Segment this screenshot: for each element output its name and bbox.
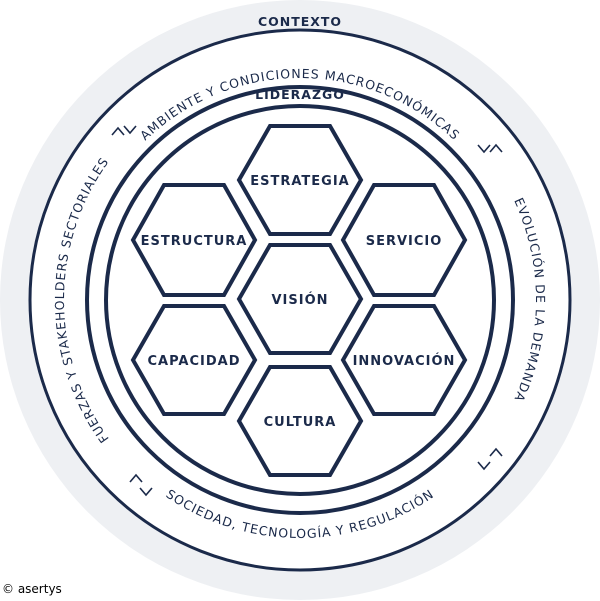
hex-cultura: CULTURA — [236, 365, 364, 477]
hex-estrategia: ESTRATEGIA — [236, 124, 364, 236]
hex-servicio: SERVICIO — [340, 183, 468, 297]
hex-vision: VISIÓN — [236, 243, 364, 355]
hex-capacidad: CAPACIDAD — [130, 304, 258, 416]
hex-estrategia-label: ESTRATEGIA — [250, 174, 350, 189]
hex-cultura-label: CULTURA — [264, 415, 337, 430]
hex-innovacion: INNOVACIÓN — [340, 304, 468, 416]
hex-servicio-label: SERVICIO — [366, 234, 443, 249]
arrow-top-right — [477, 143, 503, 154]
arrow-bottom-right — [477, 447, 503, 471]
hex-innovacion-label: INNOVACIÓN — [353, 353, 456, 369]
hex-vision-label: VISIÓN — [271, 292, 328, 308]
arrow-top-left — [111, 125, 137, 136]
contexto-title: CONTEXTO — [258, 14, 342, 29]
arrow-bottom-left — [129, 473, 153, 497]
copyright-text: © asertys — [2, 582, 62, 596]
hex-estructura-label: ESTRUCTURA — [141, 234, 248, 249]
liderazgo-title: LIDERAZGO — [255, 87, 345, 102]
hex-capacidad-label: CAPACIDAD — [147, 354, 240, 369]
hex-estructura: ESTRUCTURA — [130, 183, 258, 297]
